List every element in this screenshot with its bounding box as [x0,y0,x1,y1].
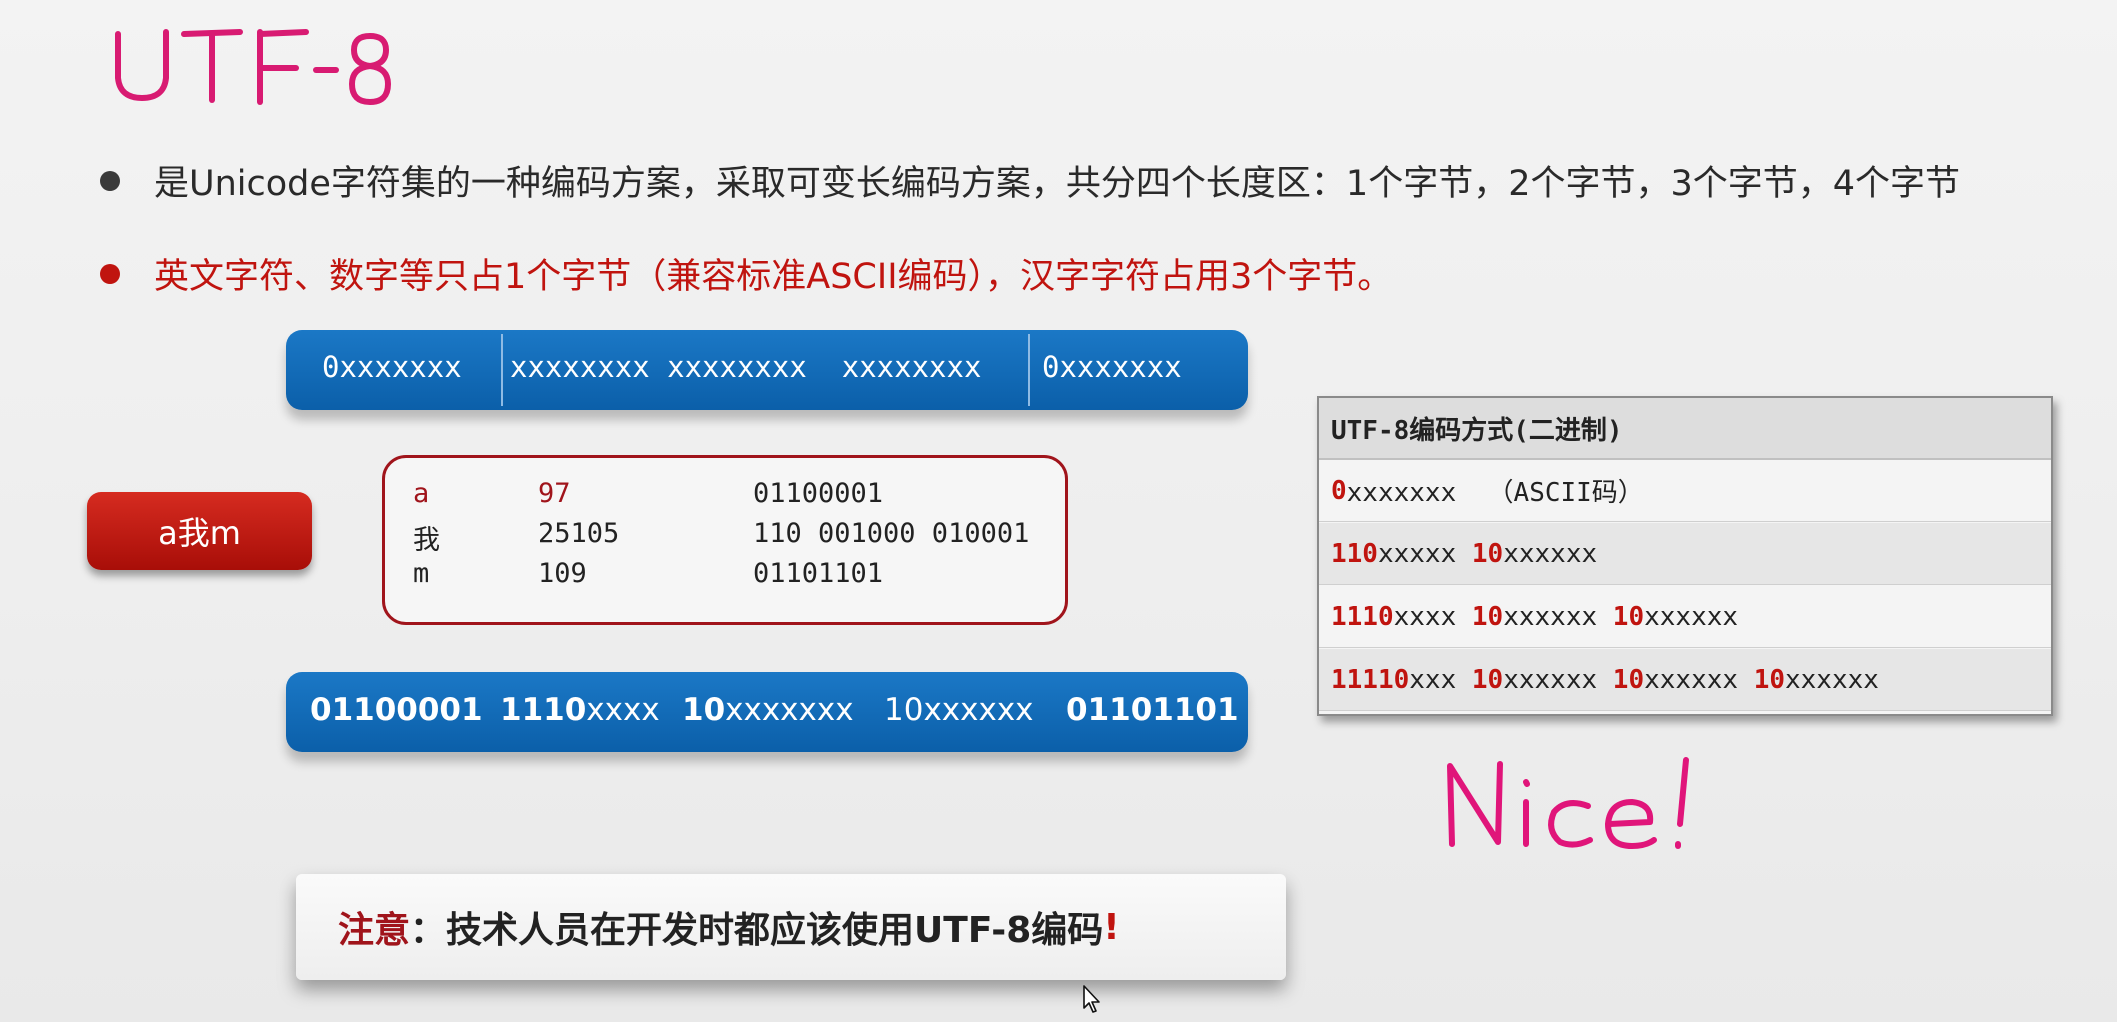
payload-bits: xxxxxx [1503,664,1613,695]
encoded-bits: 01101101 [1066,692,1239,728]
encoded-bytes-bar: 01100001 1110xxxx 10xxxxxxx 10xxxxxx 011… [286,672,1248,752]
prefix-bits: 10 [1471,664,1504,695]
code-value: 25105 [538,518,620,549]
encoded-segment: 1110xxxx [500,692,660,728]
sample-string-button[interactable]: a我m [87,492,312,570]
code-binary: 01101101 [753,558,884,589]
note-text: 技术人员在开发时都应该使用UTF-8编码 [446,910,1104,951]
prefix-bits: 11110 [1331,664,1410,695]
prefix-bits: 0 [1331,475,1347,506]
code-char: m [413,558,430,589]
bullet-item-highlight: 英文字符、数字等只占1个字节（兼容标准ASCII编码），汉字字符占用3个字节。 [100,248,1392,299]
bar-segment-1: 0xxxxxxx [322,350,462,384]
prefix-bits: 10 [1753,664,1785,695]
bullet-dot [100,263,120,284]
char-code-table: a 97 01100001 我 25105 110 001000 010001 … [382,455,1068,625]
payload-bits: xxxxxx [1644,601,1739,632]
code-binary: 110 001000 010001 [753,518,1030,549]
bullet-text: 是Unicode字符集的一种编码方案，采取可变长编码方案，共分四个长度区：1个字… [154,164,1961,204]
encoded-bits-placeholder: xxxx [586,692,660,728]
encoded-segment: 01101101 [1066,692,1239,728]
mouse-cursor-icon [1083,985,1100,1013]
payload-bits: xxxxxx [1503,538,1598,569]
prefix-bits: 10 [1612,664,1645,695]
prefix-bits: 1110 [1331,601,1394,632]
table-header: UTF-8编码方式(二进制) [1319,398,2051,460]
payload-bits: xxxxx [1377,538,1472,569]
note-colon: ： [410,910,447,951]
code-value: 109 [538,558,587,589]
bullet-item: 是Unicode字符集的一种编码方案，采取可变长编码方案，共分四个长度区：1个字… [100,155,1960,206]
payload-bits: xxxxxx [1644,664,1754,695]
encoded-bits-bold: 1110 [500,692,587,728]
prefix-bits: 110 [1331,538,1378,569]
bar-divider [501,334,503,406]
payload-bits: xxxxxx [1785,664,1879,695]
payload-bits: xxxxxx [1503,601,1613,632]
encoded-bits-bold: 10 [682,692,726,728]
note-callout: 注意 ： 技术人员在开发时都应该使用UTF-8编码 ! [296,874,1286,980]
payload-bits: xxx [1409,664,1472,695]
encoded-segment: 10xxxxxx [884,692,1034,728]
code-value: 97 [538,478,571,509]
bullet-dot [100,170,120,191]
payload-bits: xxxx [1393,601,1472,632]
encoded-bits-placeholder: xxxxxxx [725,692,854,728]
note-lead: 注意 [338,910,411,951]
bullet-text: 英文字符、数字等只占1个字节（兼容标准ASCII编码），汉字字符占用3个字节。 [154,257,1393,297]
code-binary: 01100001 [753,478,884,509]
code-char: a [413,478,430,509]
code-char: 我 [413,525,440,556]
bar-segment-2: xxxxxxxx xxxxxxxx xxxxxxxx [510,350,982,384]
utf8-layout-bar: 0xxxxxxx xxxxxxxx xxxxxxxx xxxxxxxx 0xxx… [286,330,1248,410]
encoded-segment: 10xxxxxxx [682,692,854,728]
bar-divider [1028,334,1030,406]
prefix-bits: 10 [1471,538,1504,569]
handwritten-title [115,29,391,105]
prefix-bits: 10 [1471,601,1504,632]
encoded-segment: 01100001 [310,692,483,728]
prefix-bits: 10 [1612,601,1645,632]
handwritten-nice [1447,757,1689,849]
note-exclamation: ! [1103,906,1120,948]
payload-bits: xxxxxxx （ASCII码） [1346,478,1644,508]
bar-segment-3: 0xxxxxxx [1042,350,1182,384]
encoded-bits: 01100001 [310,692,483,728]
